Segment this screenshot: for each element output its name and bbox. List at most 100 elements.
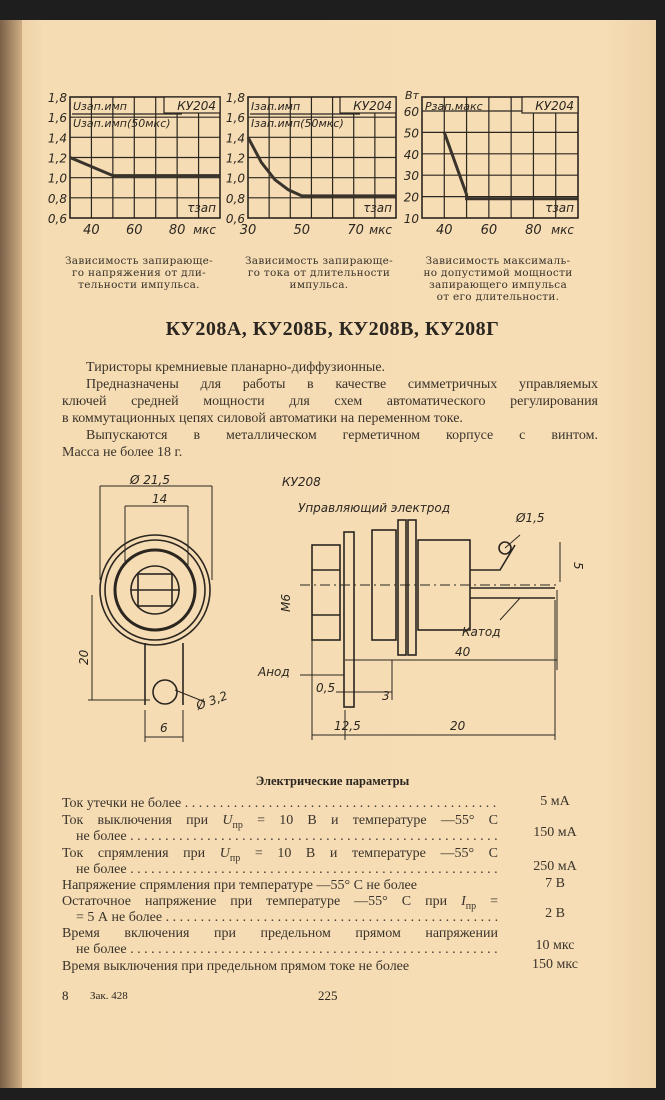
device-box: [163, 96, 221, 114]
paragraph-line: Предназначены для работы в качестве симм…: [86, 377, 598, 392]
y-tick-label: 40: [404, 148, 420, 162]
param-label: Остаточное напряжение при температуре —5…: [62, 894, 498, 912]
y-tick-label: 1,4: [48, 131, 67, 145]
x-tick-label: 50: [294, 223, 311, 238]
param-value: 5 мА: [540, 794, 570, 809]
dim-height-20: 20: [77, 649, 91, 665]
param-value: 250 мА: [533, 859, 577, 874]
device-label: КУ204: [535, 99, 574, 113]
chart-1-caption: Зависимость запирающе-го напряжения от д…: [64, 255, 214, 291]
y-tick-label: 10: [404, 212, 420, 226]
control-electrode-label: Управляющий электрод: [298, 501, 450, 515]
device-box: [339, 96, 397, 114]
x-tick-label: 80: [169, 223, 186, 238]
x-tick-label: 80: [525, 223, 542, 238]
thyristor-outline-drawing: Ø 21,5 14 20 Ø 3,2 6 КУ208 Управляющий э…: [77, 473, 585, 742]
x-axis-label: τзап: [363, 201, 392, 215]
param-label: Ток утечки не более: [62, 796, 498, 812]
thread-label: М6: [279, 594, 293, 612]
y-tick-label: 1,6: [226, 111, 245, 125]
dim-length-40: 40: [455, 645, 471, 659]
y-tick-label: 1,6: [48, 111, 67, 125]
dim-outer-diameter: Ø 21,5: [129, 473, 170, 487]
chart-2-caption: Зависимость запирающе-го тока от длитель…: [244, 255, 394, 291]
y-tick-label: 20: [404, 191, 420, 205]
param-label: Время выключения при предельном прямом т…: [62, 959, 410, 974]
y-tick-label: 50: [404, 126, 420, 140]
front-view: [88, 485, 213, 742]
y-tick-label: 1,2: [226, 152, 245, 166]
data-line: [246, 136, 396, 198]
param-label: Ток выключения при Uпр = 10 В и температ…: [62, 813, 498, 831]
section-title: КУ208А, КУ208Б, КУ208В, КУ208Г: [165, 318, 500, 340]
y-tick-label: 1,0: [226, 172, 245, 186]
ratio-numerator: Iзап.имп: [251, 100, 300, 113]
dim-gap-3: 3: [382, 689, 390, 703]
page-number: 225: [318, 988, 338, 1003]
x-axis-label: τзап: [187, 201, 216, 215]
ratio-numerator: Uзап.имп: [73, 100, 127, 113]
x-unit-label: мкс: [193, 223, 216, 237]
x-tick-label: 60: [481, 223, 498, 238]
paragraph-line: в коммутационных цепях силовой автоматик…: [62, 411, 463, 426]
y-tick-label: 1,2: [48, 152, 67, 166]
device-box: [521, 96, 579, 114]
plot-frame: [421, 96, 579, 219]
x-tick-label: 60: [126, 223, 143, 238]
paragraph-line: Выпускаются в металлическом герметичном …: [86, 428, 598, 443]
chart-3-caption: Зависимость максималь-но допустимой мощн…: [423, 255, 573, 303]
y-tick-label: 30: [404, 169, 420, 183]
param-label: не более: [62, 942, 498, 958]
x-tick-label: 70: [347, 223, 364, 238]
side-view: [300, 519, 561, 740]
y-tick-label: 0,6: [48, 212, 67, 226]
anode-label: Анод: [257, 665, 290, 679]
dim-tab-width: 6: [160, 721, 168, 735]
param-label: Время включения при предельном прямом на…: [62, 926, 498, 941]
model-label: КУ208: [282, 475, 321, 489]
dim-lead-diameter: Ø1,5: [515, 511, 545, 525]
x-tick-label: 40: [436, 223, 453, 238]
dim-plate: 0,5: [316, 681, 335, 695]
dim-len-20: 20: [450, 719, 466, 733]
y-tick-label: 1,8: [226, 91, 245, 105]
ratio-denominator: Iзап.имп(50мкс): [251, 117, 344, 130]
y-tick-label: 1,8: [48, 91, 67, 105]
dim-width-14: 14: [152, 492, 167, 506]
param-value: 150 мА: [533, 825, 577, 840]
y-tick-label: 1,0: [48, 172, 67, 186]
paragraph-line: Масса не более 18 г.: [62, 445, 183, 460]
y-tick-label: 0,8: [48, 192, 67, 206]
order-number: Зак. 428: [90, 990, 128, 1002]
ratio-denominator: Uзап.имп(50мкс): [73, 117, 171, 130]
x-tick-label: 40: [83, 223, 100, 238]
ratio-numerator: Pзап.макс: [425, 100, 483, 113]
y-tick-label: 0,6: [226, 212, 245, 226]
dim-hole: Ø 3,2: [193, 689, 229, 714]
paragraph-line: Тиристоры кремниевые планарно-диффузионн…: [86, 360, 386, 375]
data-line: [69, 156, 220, 178]
param-label: не более: [62, 862, 498, 878]
param-value: 2 В: [545, 906, 565, 921]
cathode-label: Катод: [462, 625, 501, 639]
book-spine-shadow: [0, 20, 22, 1088]
param-value: 7 В: [545, 876, 565, 891]
x-axis-label: τзап: [545, 201, 574, 215]
x-unit-label: мкс: [551, 223, 574, 237]
param-value: 10 мкс: [535, 938, 575, 953]
param-value: 150 мкс: [531, 957, 579, 972]
x-unit-label: мкс: [369, 223, 392, 237]
param-label: Напряжение спрямления при температуре —5…: [62, 878, 417, 893]
y-tick-label: 0,8: [226, 192, 245, 206]
param-label: не более: [62, 829, 498, 845]
data-line: [442, 131, 578, 201]
signature-mark: 8: [62, 988, 69, 1003]
y-tick-label: 60: [404, 105, 420, 119]
device-label: КУ204: [177, 99, 216, 113]
param-label: Ток спрямления при Uпр = 10 В и температ…: [62, 846, 498, 864]
